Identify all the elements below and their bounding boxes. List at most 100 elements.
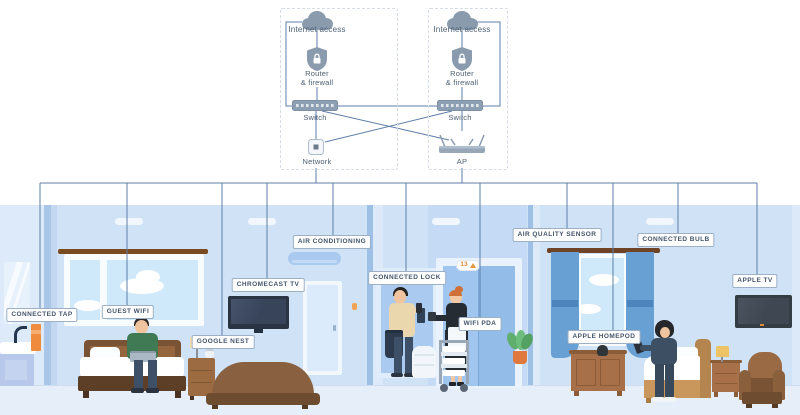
label-guest-wifi: GUEST WIFI: [101, 305, 155, 319]
tv-mount: [254, 329, 263, 333]
switch-bar-icon: [292, 100, 338, 111]
ac-vent: [292, 260, 337, 263]
nightstand2: [712, 363, 740, 392]
connected-bulb-lamp-shade: [716, 346, 729, 357]
shield-lock-icon: [307, 47, 327, 71]
cart-towels: [443, 358, 465, 364]
woman-shoe: [652, 397, 664, 402]
label-apple-homepod: APPLE HOMEPOD: [567, 330, 641, 344]
towel-stripe: [31, 330, 41, 334]
floor-number: 13: [460, 261, 468, 269]
diagram-group-left: [280, 8, 398, 170]
door-panel: [307, 285, 338, 371]
armchair-leg: [746, 404, 752, 408]
maid-shoe: [449, 382, 456, 386]
wall-divider-left-dark: [367, 205, 373, 415]
cart-post: [466, 343, 469, 384]
shield-lock-icon: [452, 47, 472, 71]
cloud-shape: [74, 300, 102, 311]
wall-sconce: [352, 303, 357, 310]
switch-bar-icon: [437, 100, 483, 111]
internet-access-label-right: Internet access: [433, 25, 491, 34]
bed-leg: [83, 391, 89, 398]
window-pane: [581, 258, 624, 342]
cart-towels: [443, 370, 465, 376]
internet-access-label-left: Internet access: [288, 25, 346, 34]
couch-leg: [212, 405, 218, 409]
network-node-icon: [308, 139, 324, 155]
maid-arm: [433, 315, 449, 321]
laptop: [130, 351, 156, 362]
cart-shelf: [441, 364, 467, 368]
cart-shelf: [441, 352, 467, 356]
dresser-leg: [617, 391, 622, 396]
ap-label: AP: [456, 157, 468, 166]
armchair-seat: [749, 378, 775, 392]
warning-triangle-icon: [469, 263, 476, 268]
door-handle: [333, 325, 336, 331]
woman-leg: [655, 364, 664, 397]
nightstand: [188, 358, 215, 396]
vanity-drawer: [5, 360, 27, 380]
curtain-rod-left: [58, 249, 208, 254]
curtain-tieback: [627, 300, 653, 307]
label-apple-tv: APPLE TV: [732, 274, 778, 288]
chromecast-tv-screen: [228, 296, 289, 329]
towel: [31, 324, 41, 351]
cloud-icon: [302, 11, 333, 30]
wall-right-edge-strip: [792, 205, 800, 415]
maid-leg: [451, 374, 455, 382]
switch-label-left: Switch: [303, 113, 327, 122]
maid-leg: [458, 374, 462, 382]
cloud-shape: [589, 274, 619, 286]
lock-man-arm: [410, 308, 419, 313]
sink-counter: [0, 342, 36, 354]
wall-divider-right-light: [533, 205, 540, 415]
cloud-shape: [136, 270, 160, 284]
woman-arm: [640, 345, 655, 351]
guest-man-leg: [148, 360, 157, 388]
cloud-icon: [447, 11, 478, 30]
ceiling-light: [115, 218, 143, 225]
cart-post: [439, 343, 442, 384]
apple-tv-screen: [735, 295, 792, 328]
guest-man-head: [135, 320, 148, 334]
lock-man-shoe: [391, 373, 403, 377]
tv-panel: [738, 298, 789, 324]
woman-leg: [665, 364, 674, 397]
cart-towels: [443, 346, 465, 352]
bed-mattress: [80, 357, 184, 377]
drawer-line: [715, 383, 737, 384]
laundry-bag: [412, 346, 436, 378]
armchair-leg: [772, 404, 778, 408]
router-firewall-label-right: Router & firewall: [412, 69, 512, 87]
cart-wheel: [440, 384, 448, 392]
label-connected-bulb: CONNECTED BULB: [637, 233, 715, 247]
router-line2: & firewall: [445, 77, 479, 87]
apple-homepod-device: [597, 345, 608, 356]
cart-top-bar: [439, 340, 469, 343]
room-door-left: [303, 281, 342, 375]
maid-bun: [455, 286, 463, 293]
couch-leg: [302, 405, 308, 409]
label-google-nest: GOOGLE NEST: [191, 335, 255, 349]
label-chromecast-tv: CHROMECAST TV: [231, 278, 305, 292]
label-wifi-pda: WIFI PDA: [458, 317, 502, 331]
label-air-quality-sensor: AIR QUALITY SENSOR: [512, 228, 602, 242]
label-connected-tap: CONNECTED TAP: [6, 308, 78, 322]
woman-shoe: [664, 397, 676, 402]
bed2-leg: [646, 398, 651, 403]
bag-stripe: [414, 354, 434, 356]
tv-indicator: [760, 324, 764, 326]
ceiling-light: [646, 218, 674, 225]
drawer-line: [191, 370, 212, 371]
couch-base: [206, 393, 320, 405]
guest-man-leg: [134, 360, 143, 388]
drawer-line: [715, 373, 737, 374]
nightstand-leg: [190, 396, 194, 400]
lock-man-leg: [394, 337, 402, 373]
ceiling-light: [248, 218, 276, 225]
connected-lock-keypad: [417, 308, 425, 323]
cart-wheel: [460, 384, 468, 392]
